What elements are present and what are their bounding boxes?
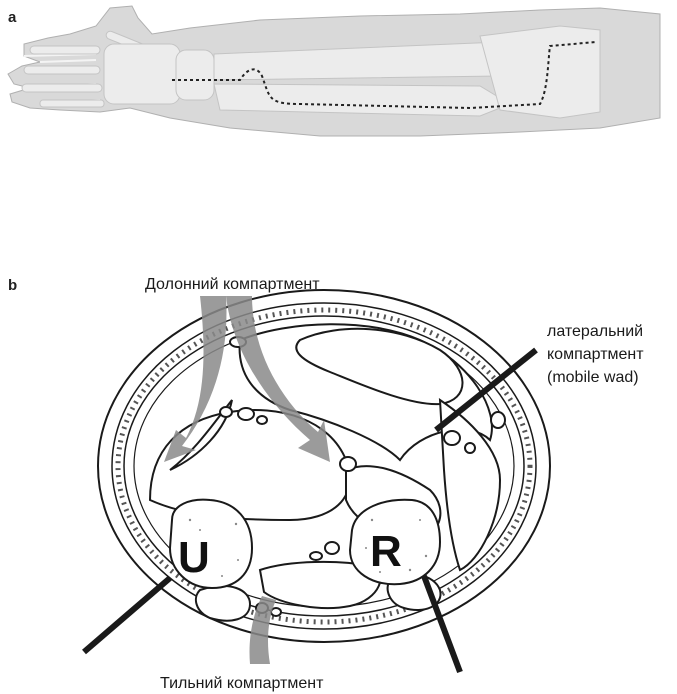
radius-label: R (370, 527, 402, 576)
lateral-compartment-label-1: латеральний (547, 323, 643, 340)
cross-section: U R (84, 290, 550, 672)
panel-a-letter: a (8, 9, 17, 26)
lateral-compartment-label-2: компартмент (547, 346, 644, 363)
dorsal-compartment-label: Тильний компартмент (160, 675, 324, 692)
lateral-compartment-label-3: (mobile wad) (547, 369, 639, 386)
arm-illustration (8, 6, 660, 136)
volar-compartment-label: Долонний компартмент (145, 276, 320, 293)
ulna-label: U (178, 533, 210, 582)
panel-b-letter: b (8, 277, 17, 294)
